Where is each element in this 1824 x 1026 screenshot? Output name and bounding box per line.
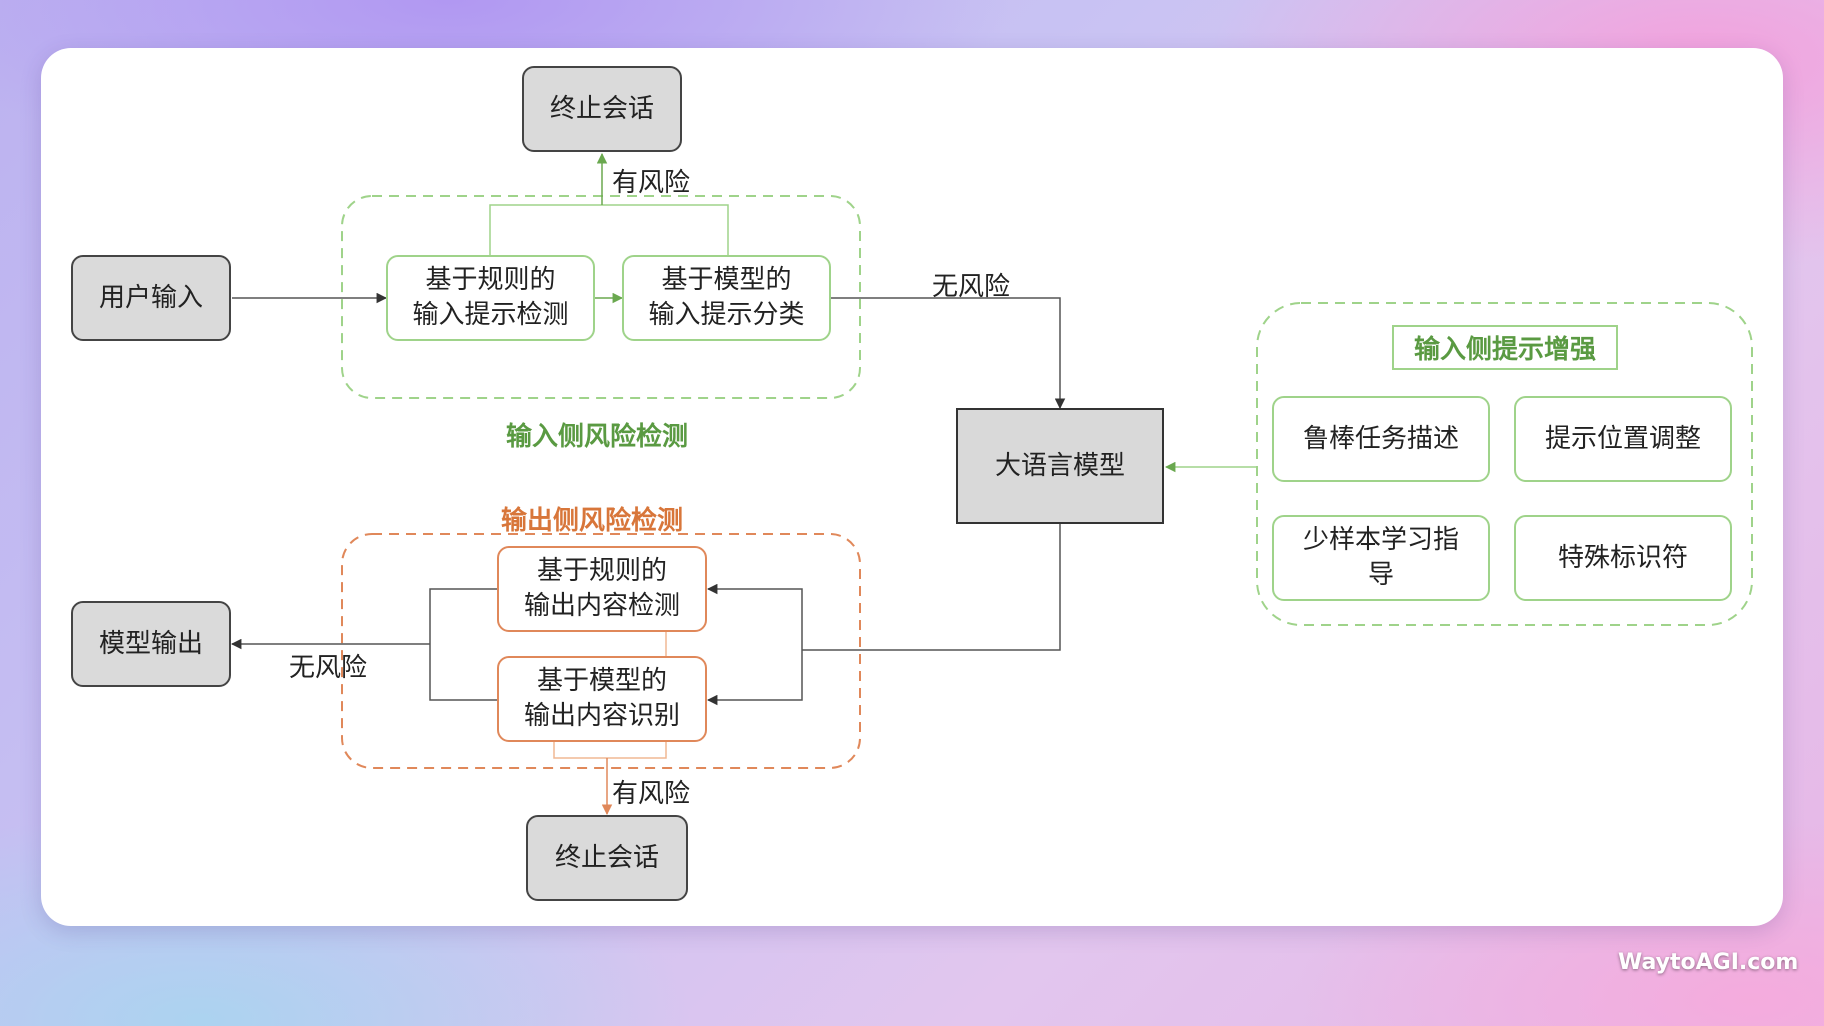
input-risk-group-title: 输入侧风险检测: [506, 422, 689, 452]
prompt-enhance-group-title: 输入侧提示增强: [1392, 325, 1618, 370]
edge-label-safe-to-llm: 无风险: [932, 272, 1011, 302]
watermark-text: WaytoAGI.com: [1618, 950, 1799, 975]
edge-safe-to-llm: [830, 297, 1066, 410]
node-llm: 大语言模型: [956, 408, 1164, 524]
edge-split-to-rule-output: [706, 583, 803, 650]
enhance-item-robust-task: 鲁棒任务描述: [1272, 396, 1490, 482]
node-rule-input-check: 基于规则的 输入提示检测: [386, 255, 595, 341]
output-risk-group-frame: [341, 533, 861, 769]
enhance-item-prompt-position: 提示位置调整: [1514, 396, 1732, 482]
edge-llm-to-output: [802, 524, 1061, 651]
diagram-card: [41, 48, 1783, 926]
edge-label-risky-top: 有风险: [612, 168, 691, 198]
node-user-input: 用户输入: [71, 255, 231, 341]
node-model-input-classify: 基于模型的 输入提示分类: [622, 255, 831, 341]
edge-label-safe-to-output: 无风险: [289, 653, 368, 683]
node-terminate-bottom: 终止会话: [526, 815, 688, 901]
edge-output-risky-merge: [553, 742, 667, 759]
edge-output-merge: [429, 588, 497, 701]
edge-split-to-model-output: [706, 650, 803, 706]
node-model-output-identify: 基于模型的 输出内容识别: [497, 656, 707, 742]
node-model-output: 模型输出: [71, 601, 231, 687]
output-risk-group-title: 输出侧风险检测: [501, 506, 684, 536]
edge-label-risky-bottom: 有风险: [612, 779, 691, 809]
input-risk-group-frame: [341, 195, 861, 399]
node-terminate-top: 终止会话: [522, 66, 682, 152]
edge-input-risky-merge: [489, 204, 729, 255]
enhance-item-few-shot: 少样本学习指 导: [1272, 515, 1490, 601]
enhance-item-special-token: 特殊标识符: [1514, 515, 1732, 601]
node-rule-output-check: 基于规则的 输出内容检测: [497, 546, 707, 632]
